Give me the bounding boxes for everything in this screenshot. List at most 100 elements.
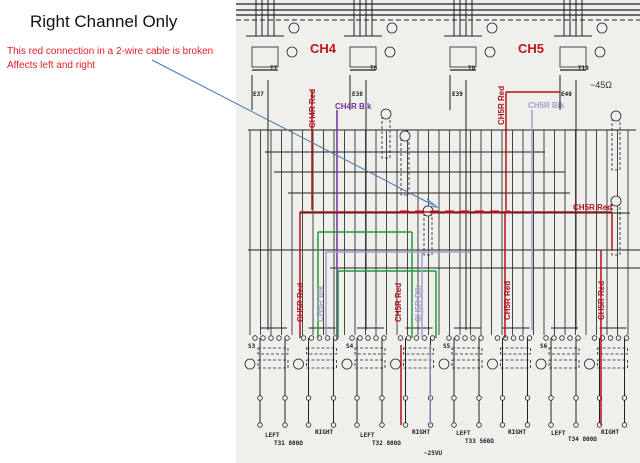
output-right-label: RIGHT bbox=[412, 429, 430, 436]
switch-label: S6 bbox=[540, 343, 548, 350]
terminal bbox=[402, 422, 409, 428]
shielded-pair bbox=[381, 117, 391, 159]
terminal bbox=[354, 422, 360, 428]
ch5r-red-horizontal-label: CH5R Red bbox=[573, 203, 612, 212]
ch5r-blk-top-label: CH5R Blk bbox=[528, 101, 565, 110]
output-left-label: LEFT bbox=[360, 432, 375, 439]
terminal bbox=[282, 395, 288, 401]
output-left-label: LEFT bbox=[551, 430, 566, 437]
switch-label: S4 bbox=[346, 343, 354, 350]
transformer bbox=[251, 46, 279, 68]
terminal bbox=[476, 395, 482, 401]
terminal bbox=[354, 395, 360, 401]
output-left-label: LEFT bbox=[265, 432, 280, 439]
annotation-arrow bbox=[151, 59, 434, 206]
terminal bbox=[621, 422, 628, 428]
terminal bbox=[349, 335, 355, 341]
node-marker bbox=[486, 22, 498, 34]
page-title: Right Channel Only bbox=[30, 12, 178, 31]
bottom-wire-label: CH5R Blk bbox=[316, 285, 325, 322]
node-marker bbox=[596, 22, 608, 34]
ch4r-blk-label: CH4R Blk bbox=[335, 102, 372, 111]
switch-marker bbox=[535, 358, 547, 370]
terminal bbox=[268, 335, 274, 341]
terminal bbox=[446, 335, 452, 341]
terminal bbox=[510, 335, 517, 341]
bottom-wire-label: CH5R Red bbox=[394, 283, 403, 322]
schematic-wiring bbox=[236, 0, 640, 428]
node-marker bbox=[484, 46, 496, 58]
switch-marker bbox=[293, 358, 304, 370]
terminal bbox=[548, 395, 554, 401]
terminal bbox=[543, 335, 549, 341]
output-name-label: T32 800Ω bbox=[372, 440, 401, 447]
terminal bbox=[260, 335, 266, 341]
terminal bbox=[559, 335, 565, 341]
annotation-note-line1: This red connection in a 2-wire cable is… bbox=[7, 46, 214, 57]
ch4-label: CH4 bbox=[310, 41, 337, 56]
terminal bbox=[397, 335, 404, 341]
terminal bbox=[462, 335, 468, 341]
terminal bbox=[257, 395, 263, 401]
terminal bbox=[330, 395, 337, 401]
terminal bbox=[379, 395, 385, 401]
terminal bbox=[252, 335, 258, 341]
terminal bbox=[379, 422, 385, 428]
transformer bbox=[449, 46, 477, 68]
output-right-label: RIGHT bbox=[601, 429, 619, 436]
terminal bbox=[518, 335, 525, 341]
transformer-label: T7 bbox=[270, 65, 278, 72]
terminal bbox=[305, 422, 312, 428]
switch-link bbox=[597, 347, 628, 355]
terminal bbox=[402, 395, 409, 401]
connector-label: E37 bbox=[253, 91, 264, 98]
terminal bbox=[282, 422, 288, 428]
terminal bbox=[524, 395, 531, 401]
terminal bbox=[305, 395, 312, 401]
bottom-wire-label: CH5R Red bbox=[597, 281, 606, 320]
terminal bbox=[300, 335, 307, 341]
terminal bbox=[573, 422, 579, 428]
output-right-label: RIGHT bbox=[508, 429, 526, 436]
switch-marker bbox=[487, 358, 498, 370]
schematic-paper bbox=[236, 0, 640, 463]
terminal bbox=[524, 422, 531, 428]
switch-box bbox=[500, 359, 531, 369]
annotated-wires bbox=[299, 90, 613, 425]
switch-box bbox=[451, 359, 483, 369]
node-marker bbox=[288, 22, 300, 34]
node-marker bbox=[399, 130, 411, 142]
switch-box bbox=[354, 359, 386, 369]
switch-box bbox=[403, 359, 434, 369]
terminal bbox=[413, 335, 420, 341]
terminal bbox=[365, 335, 371, 341]
node-marker bbox=[384, 46, 396, 58]
terminal bbox=[548, 422, 554, 428]
footer-label: ~25VU bbox=[424, 450, 442, 457]
connector-label: E40 bbox=[561, 91, 572, 98]
terminal bbox=[499, 422, 506, 428]
output-name-label: T34 800Ω bbox=[568, 436, 597, 443]
terminal bbox=[607, 335, 614, 341]
terminal bbox=[373, 335, 379, 341]
switch-link bbox=[257, 347, 289, 355]
switch-link bbox=[403, 347, 434, 355]
arrow-head-icon bbox=[424, 198, 439, 208]
transformer bbox=[559, 46, 587, 68]
output-name-label: T33 560Ω bbox=[465, 438, 494, 445]
connector-label: E39 bbox=[452, 91, 463, 98]
switch-marker bbox=[438, 358, 450, 370]
node-marker bbox=[610, 110, 622, 122]
bottom-wire-label: CH5R Blk bbox=[414, 285, 423, 322]
terminal bbox=[470, 335, 476, 341]
shielded-pair bbox=[423, 214, 433, 256]
output-name-label: T31 800Ω bbox=[274, 440, 303, 447]
output-left-label: LEFT bbox=[456, 430, 471, 437]
terminal bbox=[451, 395, 457, 401]
bottom-wire-label: CH5R Red bbox=[296, 283, 305, 322]
transformer bbox=[349, 46, 377, 68]
switch-box bbox=[257, 359, 289, 369]
terminal bbox=[476, 422, 482, 428]
shielded-pair bbox=[611, 119, 621, 171]
